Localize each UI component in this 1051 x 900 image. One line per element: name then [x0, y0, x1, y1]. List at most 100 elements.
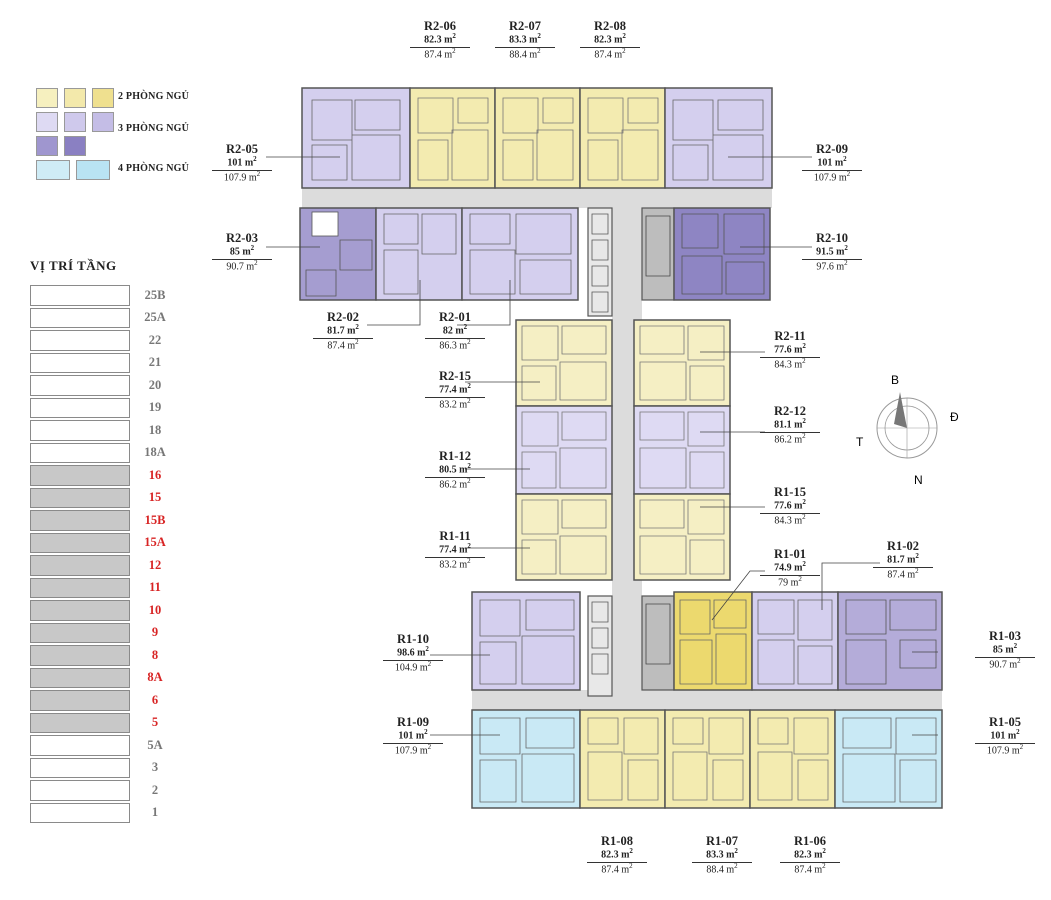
unit-block-r2-01[interactable] — [461, 207, 579, 301]
unit-block-r1-15[interactable] — [633, 493, 731, 581]
unit-block-r1-08[interactable] — [579, 709, 666, 809]
floor-item[interactable]: 6 — [30, 689, 180, 712]
unit-area-gross: 84.3 m2 — [774, 512, 806, 527]
floor-number: 1 — [151, 805, 159, 820]
floor-item[interactable]: 10 — [30, 599, 180, 622]
floor-item[interactable]: 18 — [30, 419, 180, 442]
floor-number: 19 — [148, 400, 162, 415]
floor-item[interactable]: 22 — [30, 329, 180, 352]
floor-indicator — [30, 735, 130, 756]
floor-item[interactable]: 12 — [30, 554, 180, 577]
unit-area-net: 85 m2 — [975, 642, 1035, 658]
floor-number: 25B — [144, 287, 166, 302]
unit-block-r2-12[interactable] — [633, 405, 731, 495]
unit-block-r2-06[interactable] — [409, 87, 496, 189]
unit-block-r2-02[interactable] — [375, 207, 463, 301]
unit-code: R2-09 — [816, 142, 848, 156]
legend-swatch — [36, 136, 58, 156]
unit-area-net: 101 m2 — [802, 155, 862, 171]
unit-block-r1-03[interactable] — [837, 591, 943, 691]
floor-indicator — [30, 487, 130, 508]
floor-item[interactable]: 16 — [30, 464, 180, 487]
floor-item[interactable]: 25B — [30, 284, 180, 307]
floor-list-title: VỊ TRÍ TẦNG — [30, 258, 117, 273]
unit-block-r1-11[interactable] — [515, 493, 613, 581]
floor-item[interactable]: 5A — [30, 734, 180, 757]
floor-item[interactable]: 19 — [30, 397, 180, 420]
unit-area-net: 77.4 m2 — [425, 542, 485, 558]
floor-indicator — [30, 285, 130, 306]
floor-item[interactable]: 1 — [30, 802, 180, 825]
floor-item[interactable]: 5 — [30, 712, 180, 735]
floor-item[interactable]: 9 — [30, 622, 180, 645]
floor-item[interactable]: 18A — [30, 442, 180, 465]
unit-block-r2-10[interactable] — [673, 207, 771, 301]
unit-area-net: 101 m2 — [975, 728, 1035, 744]
unit-block-r2-07[interactable] — [494, 87, 581, 189]
unit-block-r1-05[interactable] — [834, 709, 943, 809]
floor-number: 15 — [148, 490, 162, 505]
unit-area-gross: 87.4 m2 — [594, 46, 626, 61]
unit-block-r1-01[interactable] — [673, 591, 753, 691]
unit-block-r1-02[interactable] — [751, 591, 839, 691]
unit-block-r1-06[interactable] — [749, 709, 836, 809]
unit-area-net: 81.7 m2 — [873, 552, 933, 568]
floor-item[interactable]: 21 — [30, 352, 180, 375]
unit-block-r1-09[interactable] — [471, 709, 581, 809]
unit-block-r2-08[interactable] — [579, 87, 666, 189]
floor-indicator — [30, 465, 130, 486]
unit-block-r2-15[interactable] — [515, 319, 613, 407]
floor-item[interactable]: 15A — [30, 532, 180, 555]
floor-item[interactable]: 15B — [30, 509, 180, 532]
floor-indicator — [30, 600, 130, 621]
unit-code: R1-06 — [794, 834, 826, 848]
floor-item[interactable]: 8 — [30, 644, 180, 667]
legend-swatch — [36, 88, 58, 108]
unit-area-net: 91.5 m2 — [802, 244, 862, 260]
floor-item[interactable]: 2 — [30, 779, 180, 802]
floor-item[interactable]: 3 — [30, 757, 180, 780]
unit-block-r1-12[interactable] — [515, 405, 613, 495]
floor-number: 8A — [147, 670, 163, 685]
unit-code: R2-02 — [327, 310, 359, 324]
unit-block-r2-11[interactable] — [633, 319, 731, 407]
floor-item[interactable]: 25A — [30, 307, 180, 330]
legend-swatch — [36, 160, 70, 180]
unit-block-r1-10[interactable] — [471, 591, 581, 691]
floor-indicator — [30, 375, 130, 396]
floor-item[interactable]: 8A — [30, 667, 180, 690]
unit-block-r2-09[interactable] — [664, 87, 773, 189]
unit-block-r2-03[interactable] — [299, 207, 377, 301]
floor-item[interactable]: 20 — [30, 374, 180, 397]
floor-item[interactable]: 11 — [30, 577, 180, 600]
unit-block-r2-05[interactable] — [301, 87, 411, 189]
floor-indicator — [30, 397, 130, 418]
unit-area-gross: 87.4 m2 — [887, 566, 919, 581]
floor-item[interactable]: 15 — [30, 487, 180, 510]
unit-block-r1-07[interactable] — [664, 709, 751, 809]
